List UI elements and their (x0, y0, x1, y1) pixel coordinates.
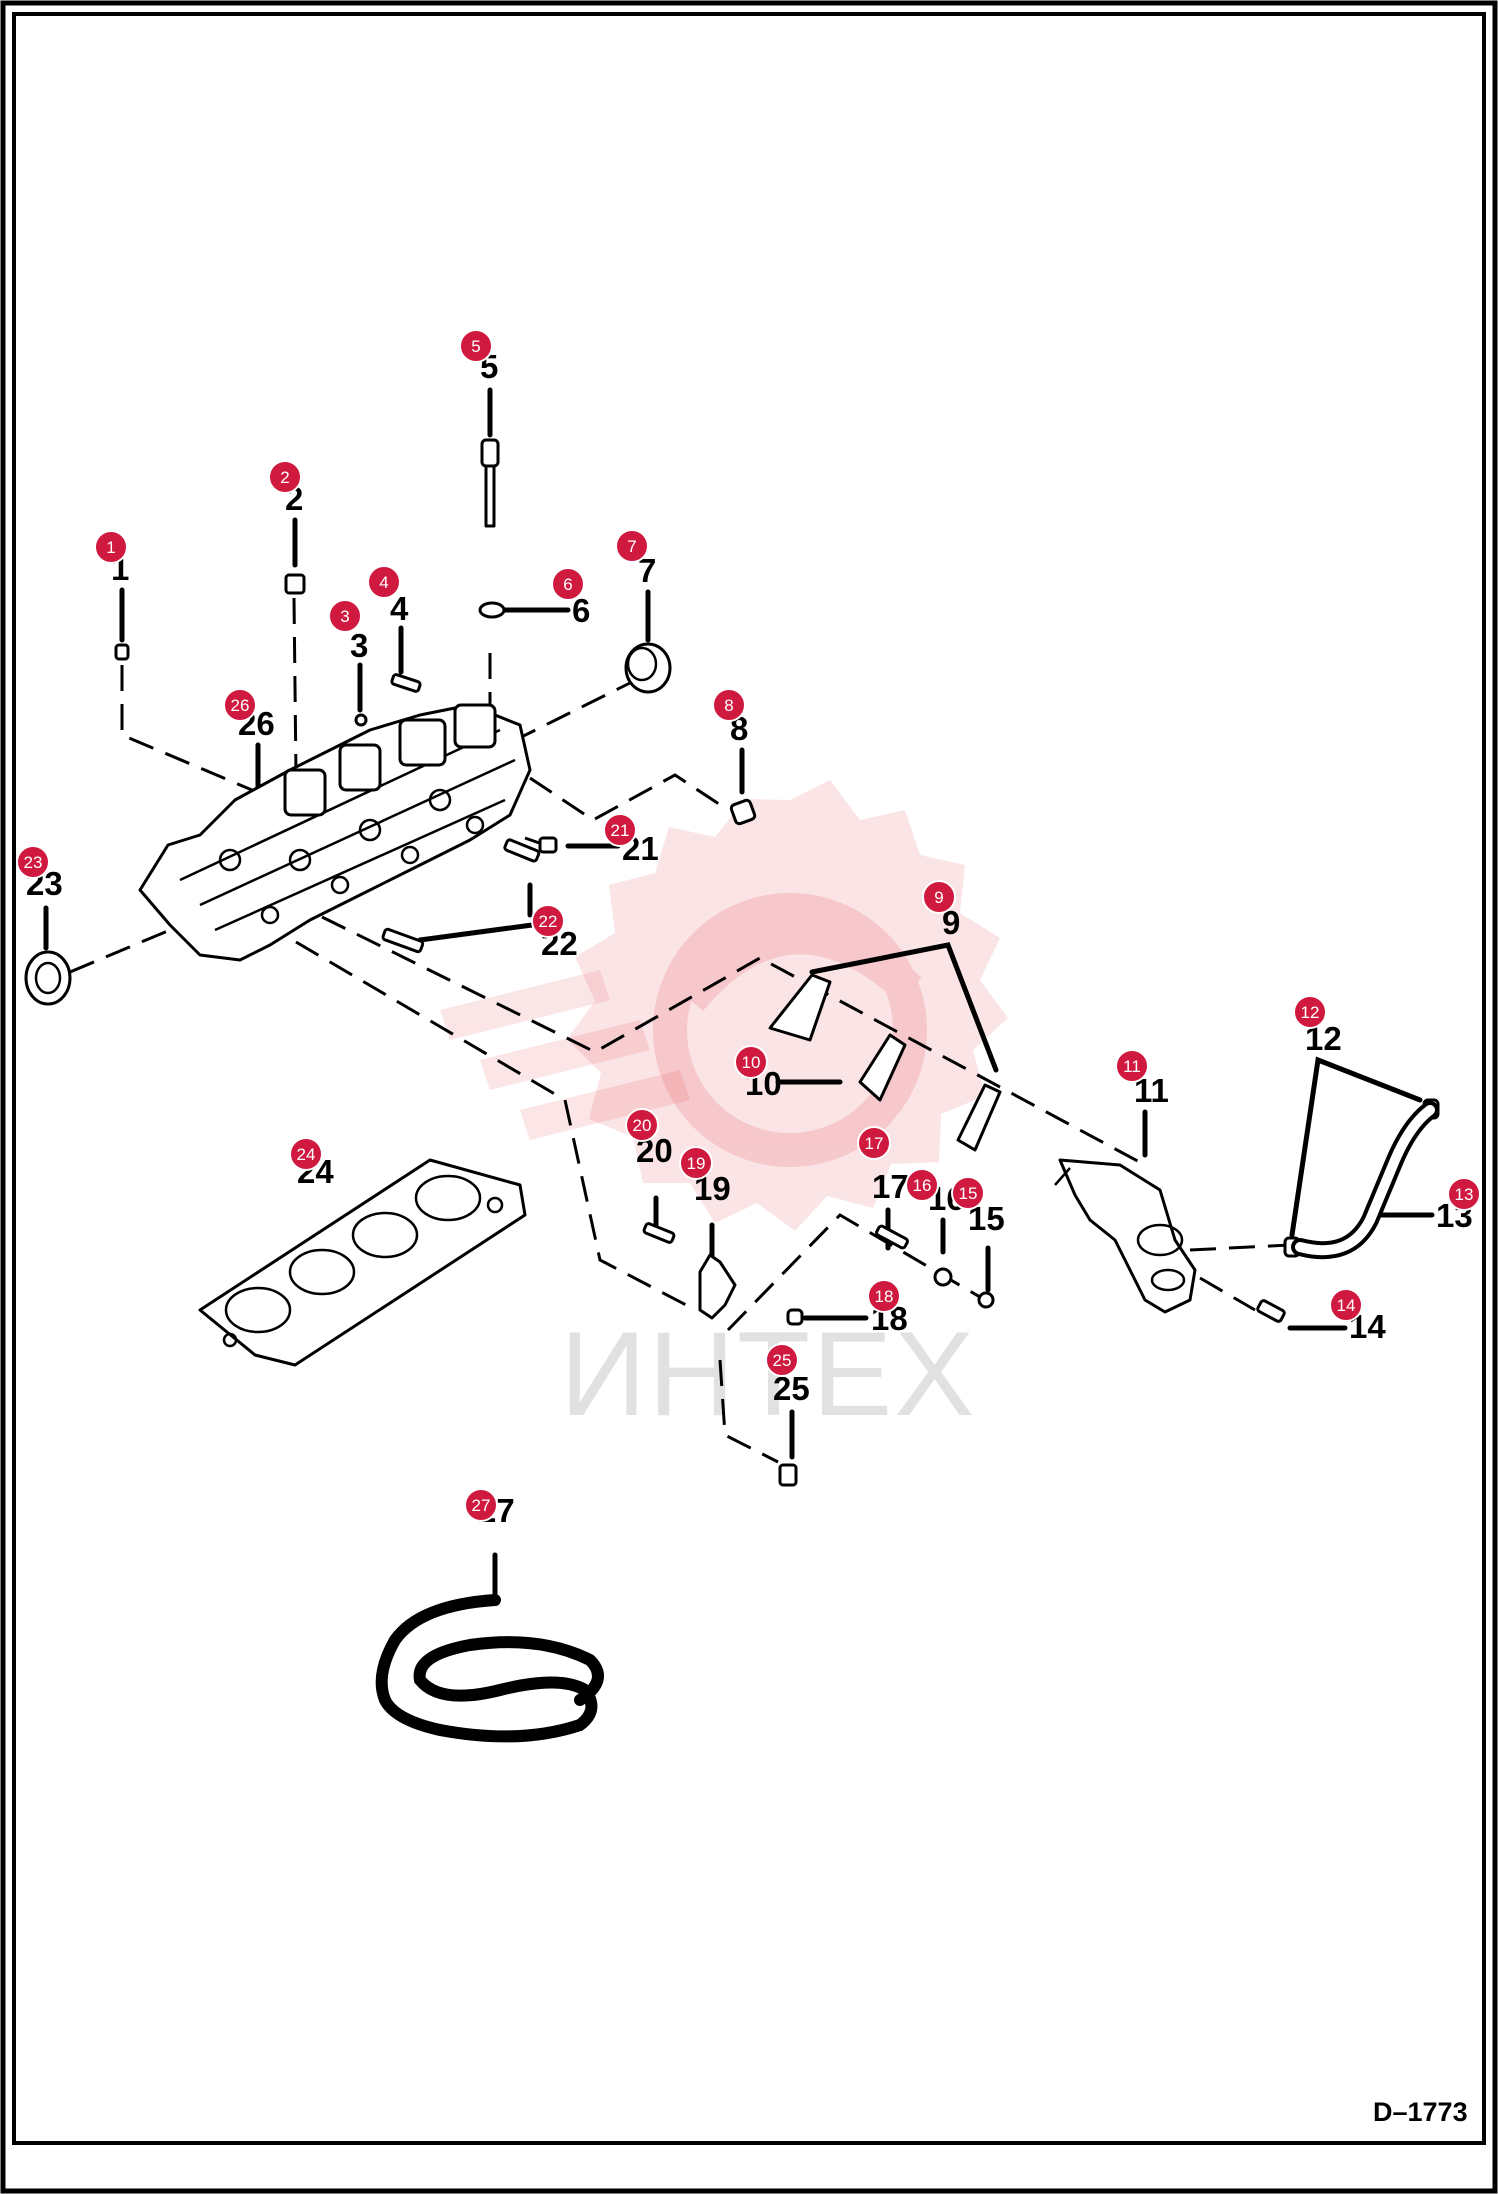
callout-number: 17 (872, 1168, 909, 1205)
svg-text:18: 18 (875, 1287, 894, 1306)
badge-4[interactable]: 4 (367, 565, 401, 599)
svg-text:4: 4 (379, 573, 388, 592)
part-22-stud-b (381, 927, 425, 954)
part-6-washer (478, 601, 506, 619)
red-badges: 1 2 3 4 5 6 7 8 9 10 11 12 13 14 15 16 1… (16, 329, 1481, 1522)
svg-text:10: 10 (742, 1053, 761, 1072)
badge-13[interactable]: 13 (1447, 1177, 1481, 1211)
drawing-code: D–1773 (1373, 2097, 1468, 2127)
badge-12[interactable]: 12 (1293, 995, 1327, 1029)
badge-17[interactable]: 17 (857, 1126, 891, 1160)
svg-text:20: 20 (633, 1116, 652, 1135)
badge-5[interactable]: 5 (459, 329, 493, 363)
badge-16[interactable]: 16 (905, 1168, 939, 1202)
badge-27[interactable]: 27 (464, 1488, 498, 1522)
watermark-stripes (440, 970, 690, 1140)
callout-number: 7 (638, 552, 656, 589)
svg-text:22: 22 (539, 912, 558, 931)
inner-frame (12, 12, 1486, 2145)
svg-text:15: 15 (959, 1184, 978, 1203)
badge-26[interactable]: 26 (223, 688, 257, 722)
badge-20[interactable]: 20 (625, 1108, 659, 1142)
part-26-cylinder-head (138, 703, 532, 962)
svg-text:11: 11 (1123, 1057, 1141, 1076)
svg-text:6: 6 (563, 575, 572, 594)
svg-text:12: 12 (1301, 1003, 1320, 1022)
part-13-fuel-hose-inner (1295, 1105, 1435, 1256)
part-11-fuel-pump (1054, 1158, 1197, 1314)
part-4-stud (390, 673, 422, 693)
svg-text:26: 26 (231, 696, 250, 715)
part-9-gasket-a (768, 973, 832, 1042)
part-25-bolt (778, 1463, 798, 1487)
part-1-fitting (114, 643, 130, 661)
badge-2[interactable]: 2 (268, 460, 302, 494)
svg-text:7: 7 (627, 537, 636, 556)
part-8-nut (729, 798, 757, 826)
badge-21[interactable]: 21 (603, 813, 637, 847)
part-3-ball (354, 713, 368, 727)
part-23-oil-seal (24, 950, 72, 1006)
svg-text:21: 21 (611, 821, 630, 840)
watermark-logo-inner (653, 893, 927, 1167)
callout-number: 4 (390, 590, 409, 627)
badge-22[interactable]: 22 (531, 904, 565, 938)
part-20-stud (642, 1222, 676, 1244)
part-27-sealant-bead (375, 1594, 604, 1743)
svg-text:1: 1 (106, 538, 115, 557)
callout-number: 3 (350, 627, 368, 664)
callout-number: 6 (572, 592, 590, 629)
badge-19[interactable]: 19 (679, 1146, 713, 1180)
badge-9[interactable]: 9 (922, 880, 956, 914)
callout-number: 9 (942, 904, 960, 941)
badge-6[interactable]: 6 (551, 567, 585, 601)
svg-text:14: 14 (1337, 1296, 1356, 1315)
svg-text:2: 2 (280, 468, 289, 487)
part-18-nut (786, 1308, 804, 1326)
part-10-gasket (858, 1033, 907, 1102)
badge-14[interactable]: 14 (1329, 1288, 1363, 1322)
svg-text:23: 23 (24, 853, 43, 872)
part-19-bracket (698, 1253, 737, 1320)
svg-text:3: 3 (340, 607, 349, 626)
svg-text:13: 13 (1455, 1185, 1474, 1204)
badge-15[interactable]: 15 (951, 1176, 985, 1210)
badge-3[interactable]: 3 (328, 599, 362, 633)
svg-text:16: 16 (913, 1176, 932, 1195)
badge-24[interactable]: 24 (289, 1137, 323, 1171)
badge-8[interactable]: 8 (712, 688, 746, 722)
svg-text:8: 8 (724, 696, 733, 715)
part-17-stud (875, 1224, 909, 1250)
badge-23[interactable]: 23 (16, 845, 50, 879)
part-9-gasket-b (956, 1083, 1002, 1152)
part-22-stud-a (503, 838, 541, 863)
part-15-nut (977, 1291, 995, 1309)
svg-text:5: 5 (471, 337, 480, 356)
badge-11[interactable]: 11 (1115, 1049, 1149, 1083)
part-16-washer (933, 1267, 953, 1287)
badge-7[interactable]: 7 (615, 529, 649, 563)
svg-text:27: 27 (472, 1496, 491, 1515)
watermark-text: ИНТЕХ (560, 1307, 976, 1441)
part-2-nut (284, 573, 306, 595)
part-7-plug-cap (624, 642, 672, 694)
svg-text:19: 19 (687, 1154, 706, 1173)
badge-25[interactable]: 25 (765, 1343, 799, 1377)
svg-text:9: 9 (934, 888, 943, 907)
assembly-lines (69, 597, 1291, 1464)
badge-10[interactable]: 10 (734, 1045, 768, 1079)
svg-text:24: 24 (297, 1145, 316, 1164)
svg-text:25: 25 (773, 1351, 792, 1370)
part-14-bolt (1256, 1299, 1286, 1323)
part-21-bolt (538, 836, 558, 854)
part-24-head-gasket (198, 1158, 527, 1367)
part-5-long-bolt (480, 438, 500, 528)
svg-text:17: 17 (865, 1134, 884, 1153)
badge-18[interactable]: 18 (867, 1279, 901, 1313)
badge-1[interactable]: 1 (94, 530, 128, 564)
